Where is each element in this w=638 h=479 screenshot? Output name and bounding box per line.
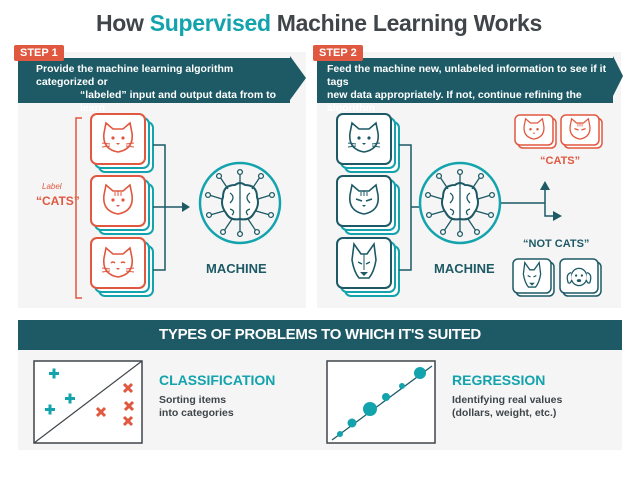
regression-point [363,402,377,416]
regression-desc: Identifying real values (dollars, weight… [452,394,562,420]
classification-desc-line1: Sorting items [159,394,227,406]
brain-network-icon [418,161,502,245]
regression-chart [326,360,436,444]
step1-banner: Provide the machine learning algorithm c… [18,58,290,114]
cat-icon [569,117,591,140]
step1-machine-label: MACHINE [206,261,267,276]
label-caption: Label [42,182,62,191]
page-title: How Supervised Machine Learning Works [0,10,638,37]
step2-banner-arrow [613,56,623,96]
classification-title: CLASSIFICATION [159,372,276,388]
not-cats-output-label: “NOT CATS” [523,238,590,250]
cross-icon [122,382,134,394]
step1-tag: STEP 1 [14,45,64,61]
cats-output-label: “CATS” [540,155,581,167]
regression-title: REGRESSION [452,372,546,388]
step1-text-line2: “labeled” input and output data from to … [80,89,276,114]
classification-desc: Sorting items into categories [159,394,234,420]
cat-icon [348,183,380,215]
cat-icon [102,183,134,215]
regression-point [399,383,405,389]
title-pre: How [95,10,150,36]
step2-text-line1: Feed the machine new, unlabeled informat… [327,63,607,88]
plus-icon [65,393,75,404]
regression-point [414,367,426,379]
cat-icon [101,121,135,153]
step2-tag: STEP 2 [313,45,363,61]
types-header: TYPES OF PROBLEMS TO WHICH IT'S SUITED [18,320,622,350]
regression-desc-line2: (dollars, weight, etc.) [452,407,557,419]
step2-machine-label: MACHINE [434,261,495,276]
cross-icon [123,400,135,412]
cat-icon [101,246,135,278]
step1-banner-arrow [290,56,306,100]
plus-icon [45,404,55,415]
arrow-icon [182,202,190,212]
step2-text-line2: new data appropriately. If not, continue… [327,89,582,114]
regression-point [382,393,390,401]
cross-icon [122,415,134,427]
title-highlight: Supervised [149,10,271,36]
step2-banner: Feed the machine new, unlabeled informat… [317,58,613,114]
regression-desc-line1: Identifying real values [452,394,563,406]
step1-connector [153,144,182,271]
arrow-icon [553,211,562,221]
regression-point [347,418,357,428]
label-bracket [75,117,82,299]
output-connector [501,190,558,217]
cat-icon [347,121,381,153]
step1-text-line1: Provide the machine learning algorithm c… [36,63,234,88]
title-post: Machine Learning Works [270,10,543,36]
cross-icon [95,406,107,418]
step2-connector [399,144,420,271]
classification-desc-line2: into categories [159,407,234,419]
label-cats: “CATS” [36,194,80,208]
dog-icon [351,241,377,279]
dog-icon [566,267,592,287]
brain-network-icon [198,161,282,245]
dog-icon [522,260,542,288]
arrow-icon [540,181,550,190]
regression-point [337,431,343,437]
plus-icon [49,368,59,379]
classification-chart [33,360,143,444]
cat-icon [523,117,545,140]
